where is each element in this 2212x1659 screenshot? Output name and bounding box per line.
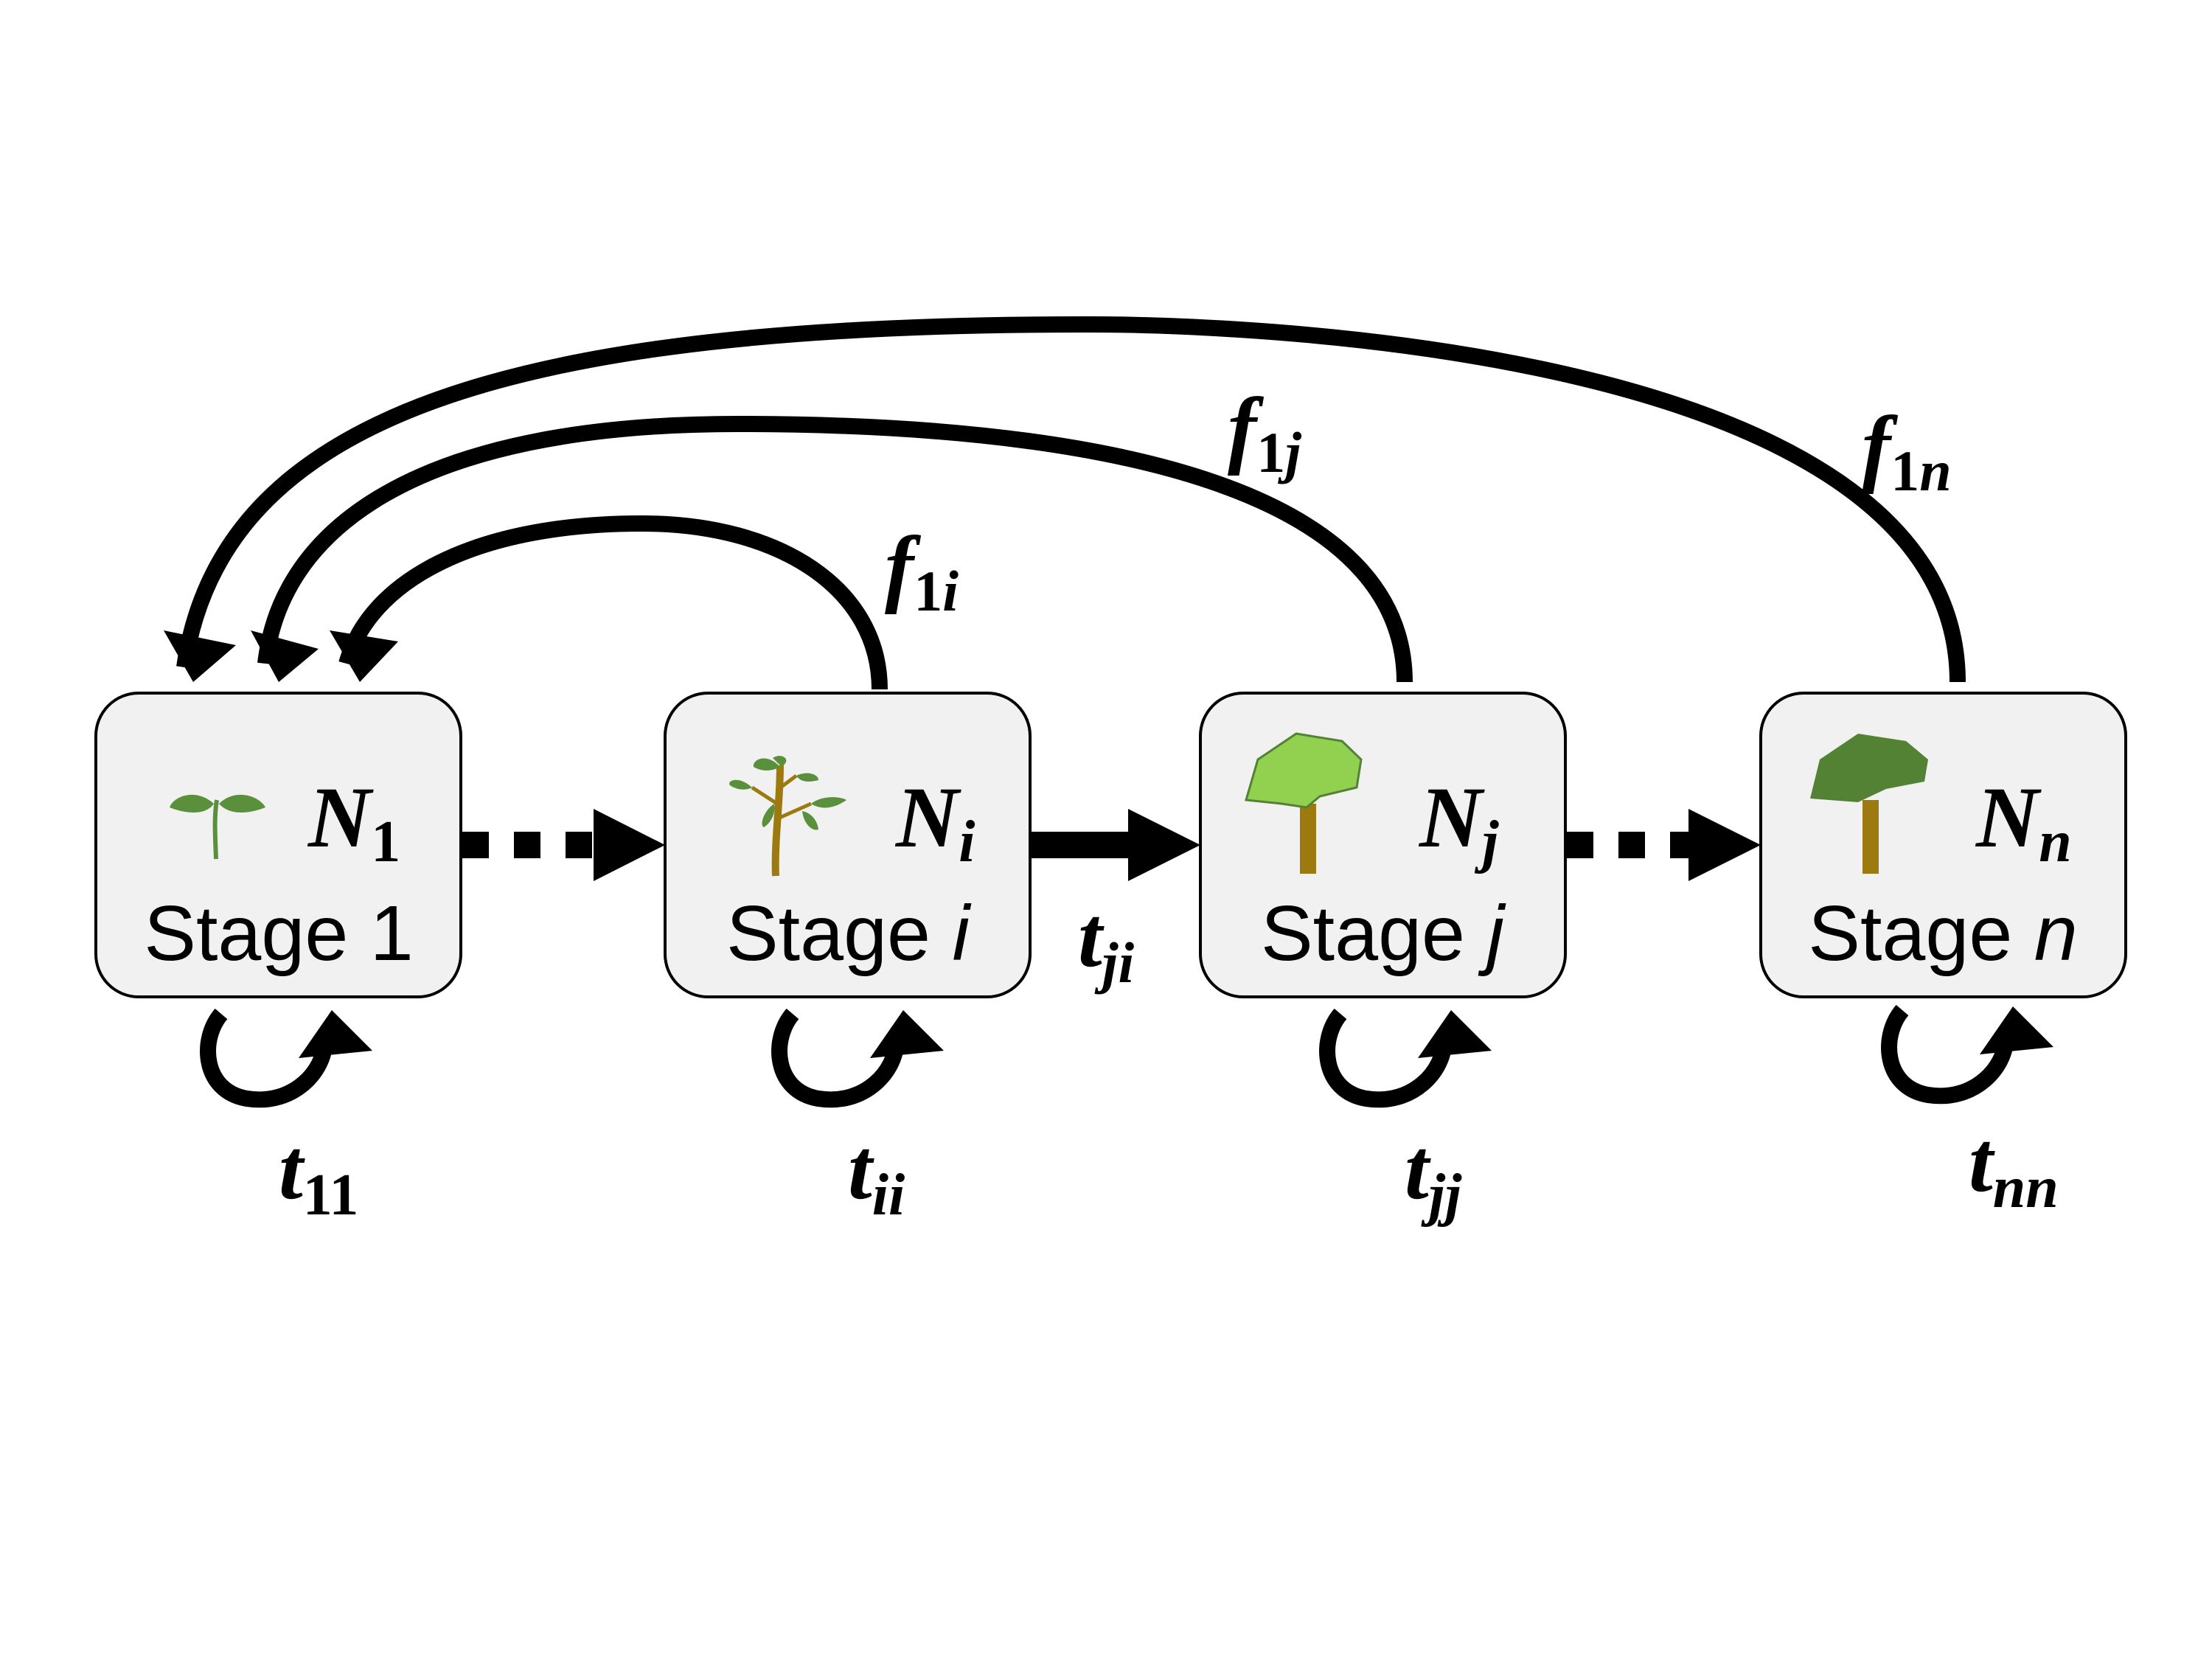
- fecundity-arc-i: [338, 515, 888, 690]
- fecundity-arc-j: [257, 415, 1413, 683]
- stage-i-count: Ni: [894, 769, 975, 874]
- stage-j-label: Stage j: [1261, 890, 1506, 977]
- stasis-arrowhead-n: [1980, 1006, 2053, 1054]
- stasis-loop-n: [1881, 1004, 2014, 1105]
- transition-j-to-n-arrowhead: [1688, 809, 1761, 881]
- stage-1-box: [94, 692, 462, 998]
- seedling-icon: [170, 794, 265, 860]
- stasis-arrowhead-j: [1418, 1010, 1492, 1058]
- fecundity-arrowhead-j: [251, 630, 319, 682]
- stasis-loop-j: [1319, 1008, 1452, 1108]
- stasis-arrowhead-1: [299, 1010, 372, 1058]
- stasis-label-ii: tii: [848, 1121, 905, 1228]
- stasis-label-nn: tnn: [1969, 1113, 2059, 1220]
- stage-n-label: Stage n: [1808, 890, 2077, 977]
- stasis-label-11: t11: [279, 1121, 358, 1228]
- mature-tree-icon: [1810, 734, 1928, 874]
- stage-n-count: Nn: [1975, 769, 2072, 874]
- fecundity-arrowhead-n: [164, 630, 236, 682]
- stage-transitions: [462, 809, 1761, 881]
- fecundity-arc-n: [176, 316, 1966, 683]
- stasis-loops: [200, 1004, 2053, 1108]
- fecundity-label-1n: f1n: [1862, 398, 1952, 503]
- stage-i-label: Stage i: [726, 890, 971, 977]
- fecundity-label-1i: f1i: [885, 518, 959, 623]
- transition-i-to-j-arrowhead: [1128, 809, 1200, 881]
- fecundity-label-1j: f1j: [1228, 380, 1301, 484]
- fecundity-arcs: [164, 316, 1966, 690]
- sapling-icon: [729, 756, 846, 877]
- fecundity-arrowhead-i: [330, 630, 398, 682]
- stasis-arrowhead-i: [870, 1010, 944, 1058]
- stasis-loop-i: [771, 1008, 904, 1108]
- young-tree-icon: [1245, 732, 1363, 874]
- transition-label-ji: tji: [1078, 888, 1134, 995]
- stage-1-count: N1: [307, 769, 400, 874]
- stage-1-label: Stage 1: [144, 890, 413, 977]
- transition-1-to-i-arrowhead: [594, 809, 665, 881]
- stasis-loop-1: [200, 1008, 333, 1108]
- stage-j-count: Nj: [1418, 769, 1499, 874]
- stasis-label-jj: tjj: [1405, 1121, 1462, 1228]
